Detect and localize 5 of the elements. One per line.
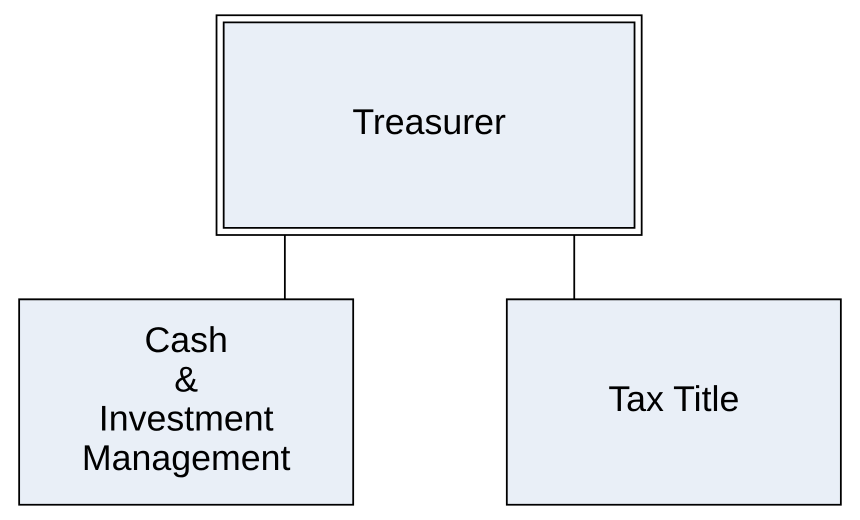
connector [284, 235, 286, 299]
node-box: Cash & Investment Management [18, 298, 354, 506]
node-box: Treasurer [216, 14, 643, 236]
connector [573, 235, 576, 299]
node-box: Tax Title [506, 298, 842, 506]
